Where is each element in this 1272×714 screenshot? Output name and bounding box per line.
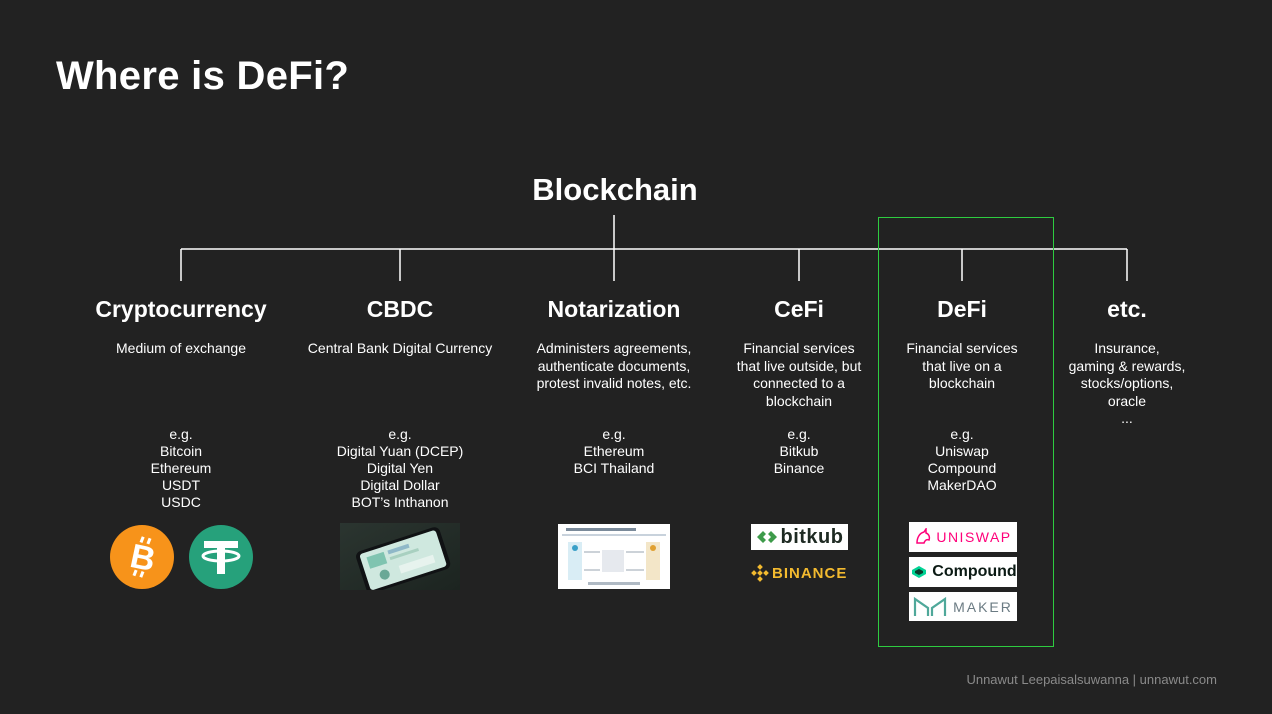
column-heading: Cryptocurrency	[95, 296, 267, 322]
column-heading: Notarization	[547, 296, 681, 322]
description-line: authenticate documents,	[537, 357, 691, 374]
example-line: Bitkub	[779, 443, 819, 459]
example-line: e.g.	[169, 426, 193, 442]
compound-wordmark: Compound	[932, 563, 1017, 580]
maker-mark-icon	[913, 596, 947, 616]
column-heading: etc.	[1107, 296, 1147, 322]
example-line: USDC	[161, 494, 201, 510]
example-line: Uniswap	[935, 443, 989, 459]
binance-mark-icon	[751, 564, 769, 582]
column-examples: e.g. Bitkub Binance	[689, 426, 909, 477]
bitkub-wordmark: bitkub	[780, 525, 844, 548]
example-line: Digital Yen	[366, 460, 434, 476]
example-line: Ethereum	[583, 443, 645, 459]
column-description: Financial services that live on a blockc…	[852, 340, 1072, 393]
example-line: e.g.	[787, 426, 811, 442]
column-examples: e.g. Bitcoin Ethereum USDT USDC	[71, 426, 291, 511]
example-line: Digital Yuan (DCEP)	[336, 443, 464, 459]
example-line: e.g.	[602, 426, 626, 442]
binance-wordmark: BINANCE	[772, 564, 848, 582]
column-description: Administers agreements, authenticate doc…	[504, 340, 724, 393]
description-line: gaming & rewards,	[1068, 357, 1186, 374]
description-line: Financial services	[743, 340, 855, 356]
uniswap-wordmark: UNISWAP	[936, 529, 1012, 545]
maker-logo: MAKER	[909, 592, 1017, 621]
bitcoin-icon: B	[110, 525, 174, 589]
bitkub-logo: bitkub	[751, 524, 848, 550]
description-line: blockchain	[928, 375, 996, 391]
example-line: e.g.	[950, 426, 974, 442]
example-line: USDT	[161, 477, 201, 493]
compound-mark-icon	[912, 566, 927, 578]
description-line: ...	[1121, 410, 1133, 426]
unicorn-icon	[916, 528, 931, 544]
description-line: connected to a	[753, 375, 845, 391]
footer-credit: Unnawut Leepaisalsuwanna | unnawut.com	[966, 672, 1217, 687]
root-node-blockchain: Blockchain	[532, 172, 698, 207]
bitkub-mark-icon	[756, 531, 777, 543]
example-line: Bitcoin	[159, 443, 203, 459]
example-line: Compound	[927, 460, 997, 476]
compound-logo: Compound	[909, 557, 1017, 587]
column-examples: e.g. Ethereum BCI Thailand	[504, 426, 724, 477]
description-line: stocks/options,	[1080, 375, 1174, 391]
column-description: Insurance, gaming & rewards, stocks/opti…	[1017, 340, 1237, 428]
defi-highlight-box	[878, 217, 1054, 647]
description-line: blockchain	[765, 392, 833, 409]
column-examples: e.g. Digital Yuan (DCEP) Digital Yen Dig…	[290, 426, 510, 511]
uniswap-logo: UNISWAP	[909, 522, 1017, 552]
description-line: that live on a	[922, 357, 1002, 374]
example-line: Digital Dollar	[360, 477, 440, 493]
example-line: MakerDAO	[927, 477, 997, 493]
example-line: e.g.	[388, 426, 412, 442]
description-line: Insurance,	[1094, 340, 1160, 356]
description-line: protest invalid notes, etc.	[536, 375, 692, 391]
column-heading: DeFi	[937, 296, 987, 322]
description-line: Medium of exchange	[116, 340, 246, 356]
description-line: Central Bank Digital Currency	[307, 340, 493, 356]
column-heading: CBDC	[366, 296, 434, 322]
slide-title: Where is DeFi?	[56, 54, 350, 98]
column-description: Medium of exchange	[71, 340, 291, 358]
description-line: Financial services	[906, 340, 1018, 356]
example-line: Binance	[773, 460, 825, 476]
column-examples: e.g. Uniswap Compound MakerDAO	[852, 426, 1072, 494]
example-line: BCI Thailand	[573, 460, 655, 476]
description-line: that live outside, but	[736, 357, 862, 374]
example-line: Ethereum	[150, 460, 212, 476]
tether-icon	[189, 525, 253, 589]
description-line: Administers agreements,	[536, 340, 692, 356]
maker-wordmark: MAKER	[953, 598, 1013, 615]
description-line: oracle	[1107, 392, 1147, 409]
binance-logo: BINANCE	[751, 563, 851, 583]
column-description: Financial services that live outside, bu…	[689, 340, 909, 410]
example-line: BOT’s Inthanon	[351, 494, 449, 510]
column-heading: CeFi	[774, 296, 824, 322]
column-description: Central Bank Digital Currency	[290, 340, 510, 358]
cbdc-phone-image	[340, 523, 460, 590]
notarization-diagram-image	[558, 524, 670, 589]
